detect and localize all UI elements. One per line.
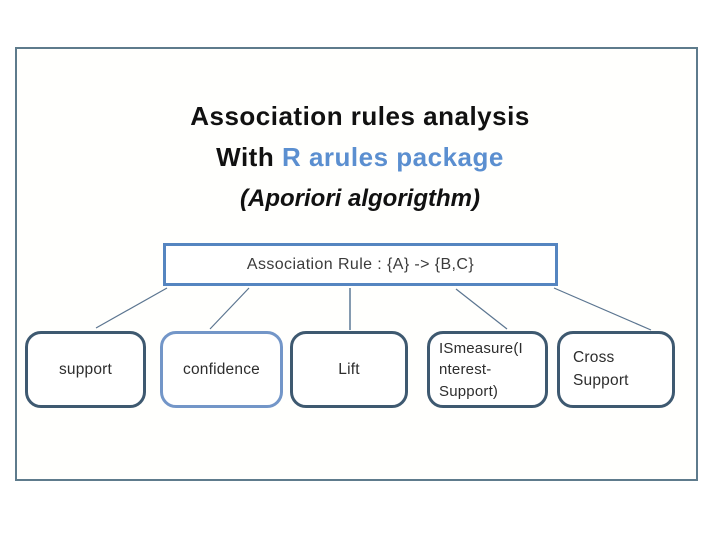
measure-box-confidence: confidence (160, 331, 283, 408)
title-line-3: (Aporiori algorigthm) (240, 185, 480, 212)
measure-box-cross-support: Cross Support (557, 331, 675, 408)
measure-box-ismeasure: ISmeasure(I nterest- Support) (427, 331, 548, 408)
measure-label-cross-support: Cross Support (573, 349, 629, 389)
measure-box-lift: Lift (290, 331, 408, 408)
title-block: Association rules analysis With R arules… (0, 96, 720, 219)
measure-box-support: support (25, 331, 146, 408)
measure-label-confidence: confidence (183, 360, 260, 378)
measure-label-ismeasure: ISmeasure(I nterest- Support) (439, 340, 523, 400)
association-rule-box: Association Rule : {A} -> {B,C} (163, 243, 558, 286)
measure-label-lift: Lift (338, 360, 360, 378)
association-rule-label: Association Rule : {A} -> {B,C} (246, 255, 475, 273)
title-line-1: Association rules analysis (190, 101, 530, 131)
title-line-2-highlight: R arules package (281, 142, 504, 172)
title-line-2-prefix: With (216, 142, 282, 172)
measure-label-support: support (58, 360, 113, 378)
title-line-2: With R arules package (0, 137, 720, 178)
